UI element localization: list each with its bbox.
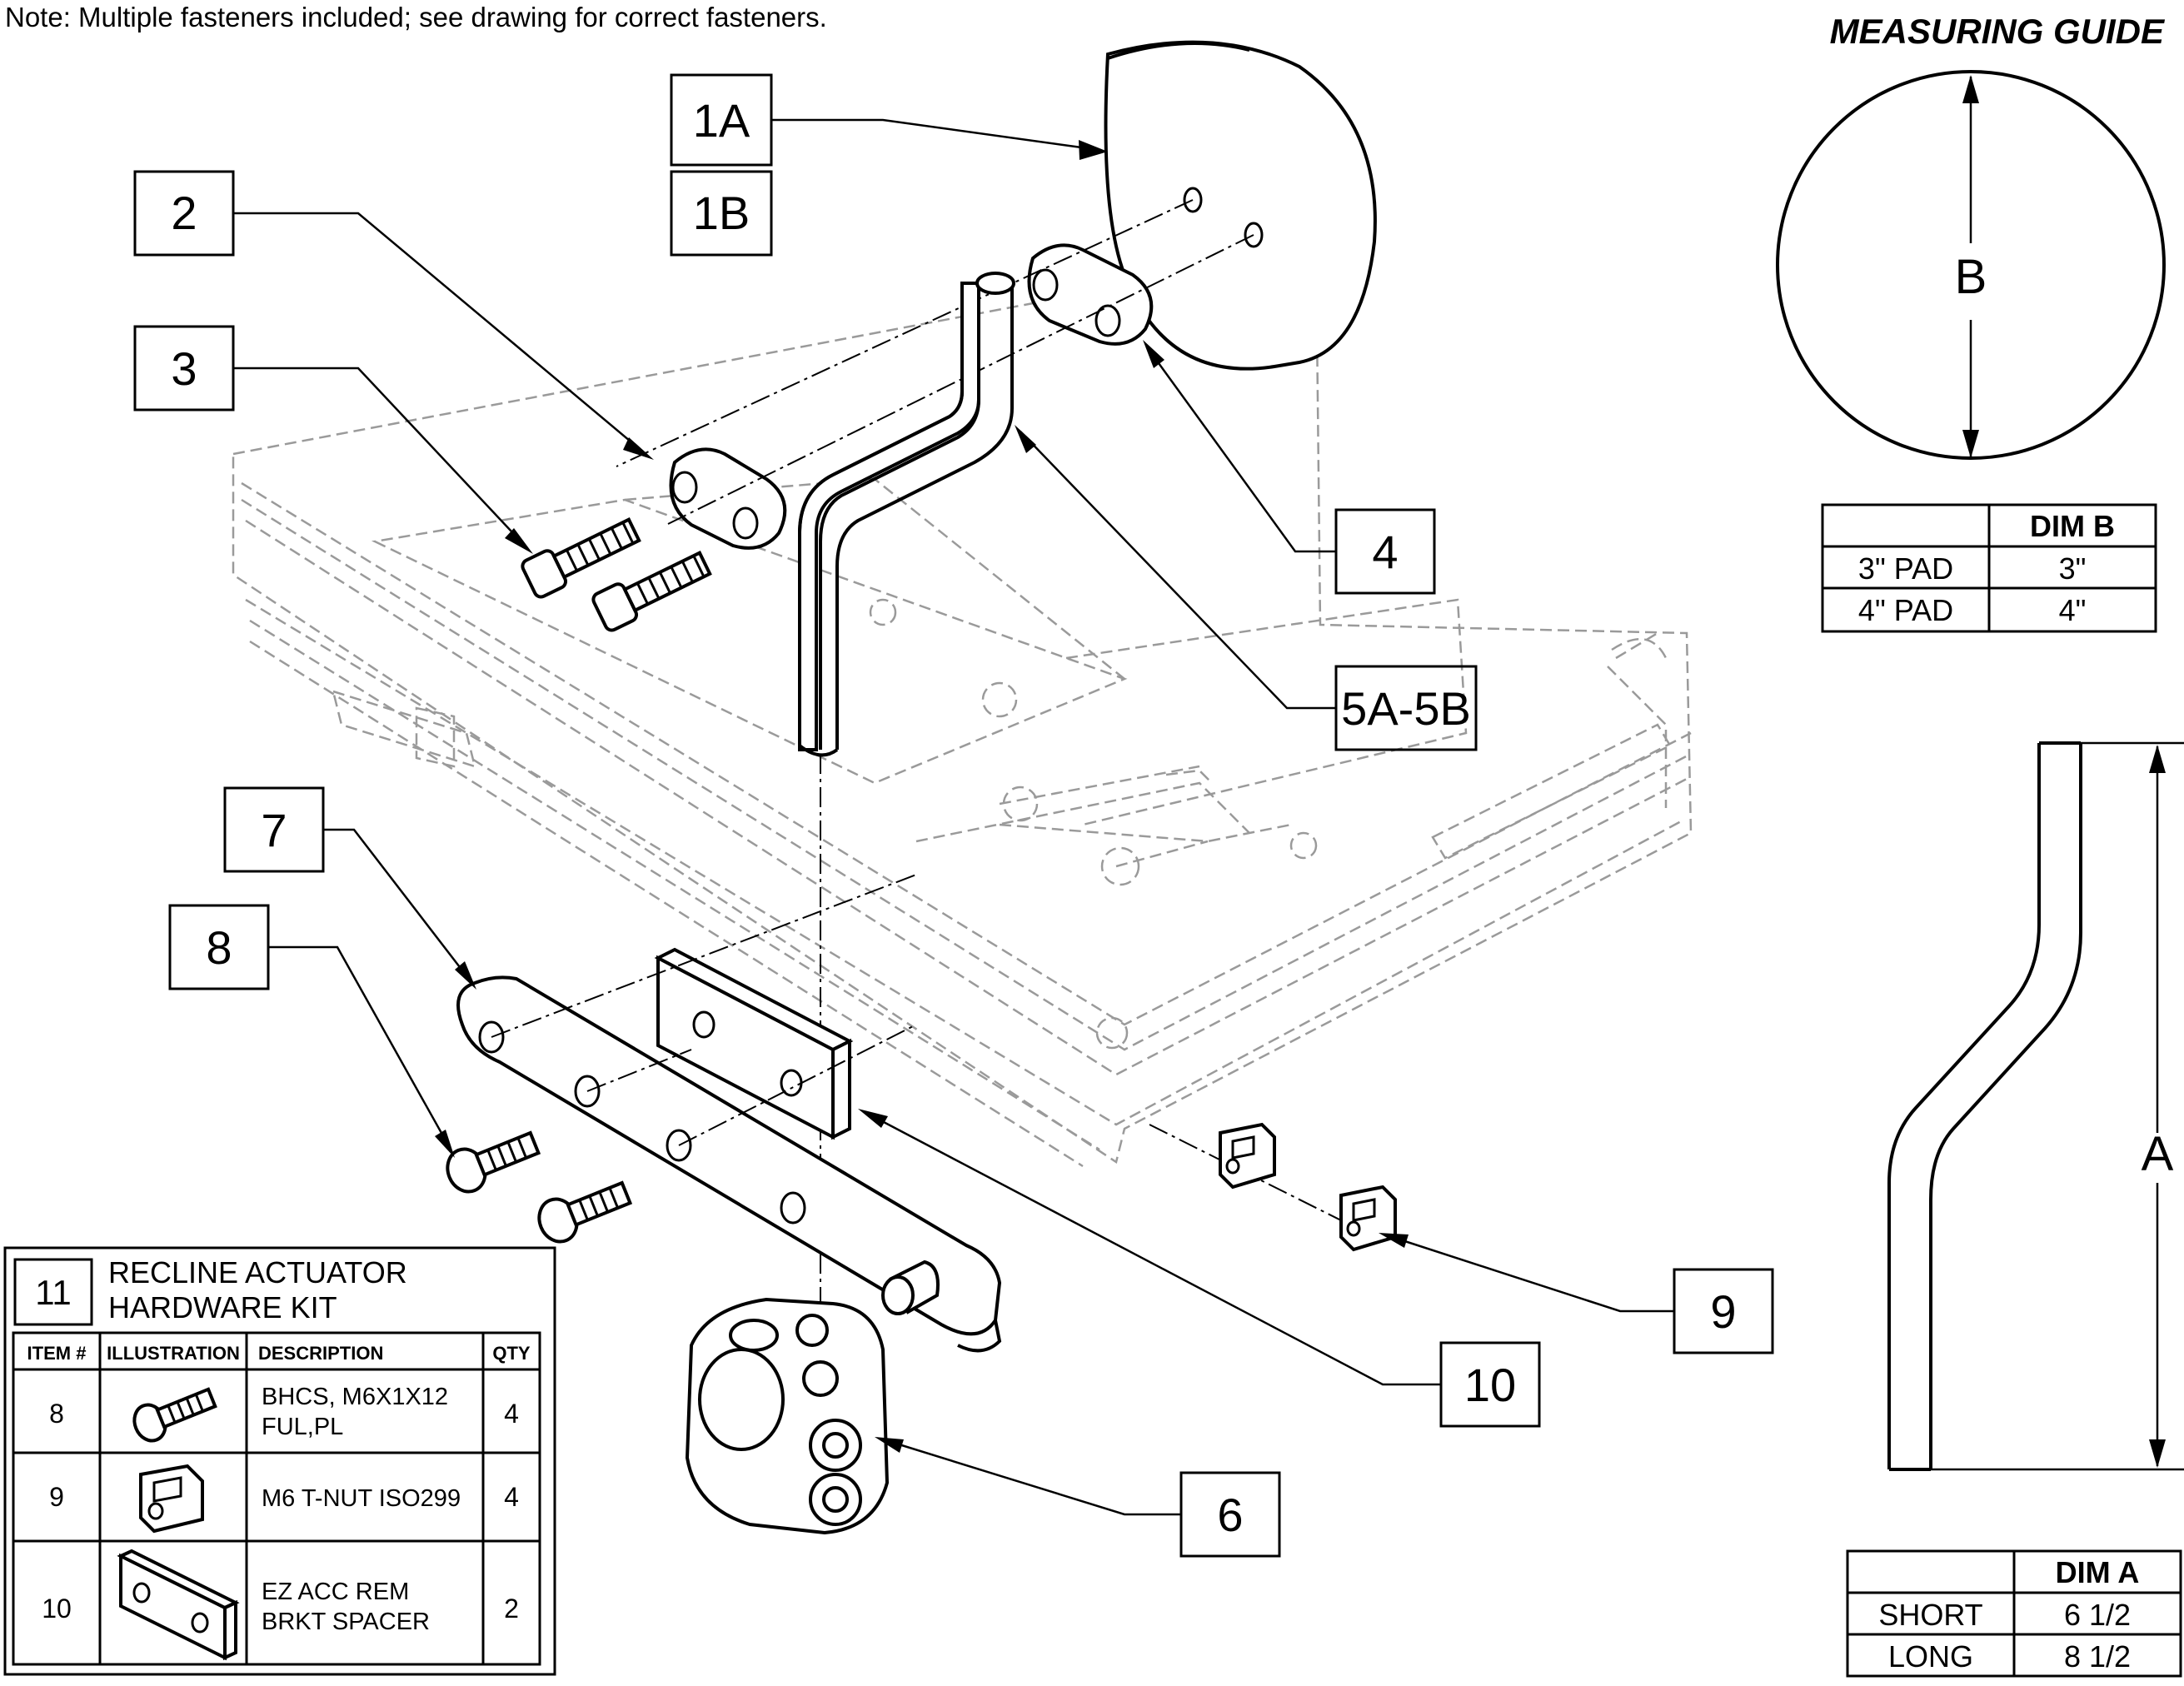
callout-10-label: 10 (1464, 1359, 1516, 1411)
callout-2-label: 2 (171, 187, 197, 239)
kit-row2-item: 9 (49, 1482, 64, 1512)
callout-9-label: 9 (1710, 1285, 1736, 1338)
kit-row2-qty: 4 (504, 1482, 519, 1512)
hardware-kit-table: 11 RECLINE ACTUATOR HARDWARE KIT ITEM # … (3, 1246, 556, 1676)
dim-a-table: DIM A SHORT 6 1/2 LONG 8 1/2 (1846, 1549, 2182, 1678)
dim-a-row1-name: SHORT (1878, 1598, 1982, 1632)
kit-col-item: ITEM # (27, 1343, 87, 1364)
kit-col-qty: QTY (492, 1343, 531, 1364)
dim-a-row2-value: 8 1/2 (2064, 1639, 2131, 1674)
kit-row3-qty: 2 (504, 1594, 519, 1624)
dim-b-row2-value: 4" (2059, 593, 2087, 627)
dim-b-header: DIM B (2030, 509, 2115, 543)
callout-1a-label: 1A (693, 94, 750, 147)
t-nuts-9 (1219, 1122, 1397, 1252)
button-head-screw-icon (132, 1387, 217, 1443)
callout-4: 4 (1143, 340, 1436, 595)
kit-row3-desc2: BRKT SPACER (262, 1609, 430, 1635)
clamp-4 (1027, 243, 1154, 346)
callout-1b: 1B (670, 170, 773, 257)
kit-row1-item: 8 (49, 1399, 64, 1429)
callout-8: 8 (168, 904, 455, 1158)
kit-row1-desc1: BHCS, M6X1X12 (262, 1384, 448, 1410)
note-text: Note: Multiple fasteners included; see d… (5, 2, 827, 32)
kit-row3-desc1: EZ ACC REM (262, 1579, 409, 1605)
callout-5a-5b: 5A-5B (1015, 425, 1478, 751)
kit-row2-desc1: M6 T-NUT ISO299 (262, 1485, 461, 1512)
callout-7-label: 7 (261, 804, 287, 856)
callout-5-label: 5A-5B (1341, 682, 1471, 735)
callout-2: 2 (133, 170, 654, 460)
screws-8 (446, 1130, 633, 1244)
dim-a-header: DIM A (2056, 1555, 2140, 1589)
kit-row1-desc2: FUL,PL (262, 1414, 343, 1440)
callout-1a: 1A (670, 73, 1108, 167)
dim-b-row2-name: 4" PAD (1858, 593, 1953, 627)
callout-6-label: 6 (1217, 1489, 1243, 1541)
screws-3 (521, 517, 712, 632)
dim-a-label: A (2142, 1127, 2174, 1181)
clamp-2 (669, 447, 787, 550)
guide-title: MEASURING GUIDE (1830, 12, 2166, 51)
pad-1a-1b (1104, 40, 1377, 371)
callout-3: 3 (133, 325, 533, 554)
callout-9: 9 (1379, 1233, 1774, 1354)
callout-6: 6 (875, 1437, 1281, 1558)
callout-1b-label: 1B (693, 187, 750, 239)
dim-a-row2-name: LONG (1888, 1639, 1973, 1674)
dim-b-label: B (1955, 250, 1987, 304)
kit-col-illustration: ILLUSTRATION (107, 1343, 240, 1364)
dim-a-diagram: A (1887, 741, 2184, 1471)
callout-4-label: 4 (1372, 526, 1398, 578)
kit-title-line1: RECLINE ACTUATOR (108, 1255, 407, 1289)
spacer-10 (654, 947, 854, 1140)
dim-b-row1-name: 3" PAD (1858, 551, 1953, 586)
kit-row1-qty: 4 (504, 1399, 519, 1429)
kit-title-line2: HARDWARE KIT (108, 1290, 337, 1324)
callout-8-label: 8 (206, 921, 232, 974)
kit-row3-item: 10 (42, 1594, 72, 1624)
callout-10: 10 (858, 1109, 1541, 1428)
dim-b-table: DIM B 3" PAD 3" 4" PAD 4" (1821, 503, 2157, 633)
dim-a-row1-value: 6 1/2 (2064, 1598, 2131, 1632)
t-nut-icon (139, 1464, 204, 1534)
kit-col-description: DESCRIPTION (258, 1343, 383, 1364)
rod-5a-5b (798, 272, 1015, 757)
callout-7: 7 (223, 786, 476, 990)
spacer-icon (117, 1549, 240, 1661)
bracket-7 (456, 975, 1002, 1353)
clamp-6 (685, 1297, 890, 1535)
callout-3-label: 3 (171, 342, 197, 395)
dim-b-diagram: B (1776, 70, 2166, 460)
dim-b-row1-value: 3" (2059, 551, 2087, 586)
kit-number: 11 (35, 1273, 72, 1312)
